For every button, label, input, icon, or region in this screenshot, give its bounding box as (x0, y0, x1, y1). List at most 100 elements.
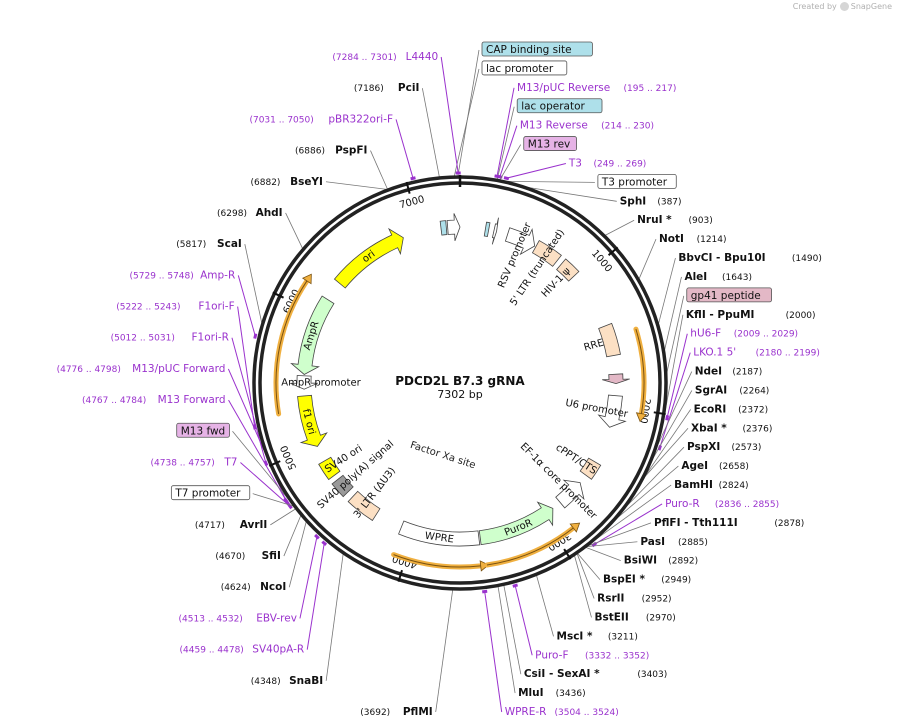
label-amp-r[interactable]: Amp-R(5729 .. 5748) (130, 269, 236, 281)
label-name: BspEI * (603, 574, 646, 586)
label-pspfi[interactable]: PspFI(6886) (295, 145, 367, 157)
label-m13-reverse[interactable]: M13 Reverse(214 .. 230) (520, 120, 654, 132)
feature-rsv-promoter[interactable] (504, 227, 536, 256)
label-name: M13 rev (528, 139, 571, 151)
label-position: (2372) (738, 405, 768, 415)
feature-gp41-peptide[interactable] (602, 373, 630, 385)
label-lac-promoter[interactable]: lac promoter (481, 60, 568, 76)
label-bsteii[interactable]: BstEII(2970) (594, 611, 675, 623)
label-sv40pa-r[interactable]: SV40pA-R(4459 .. 4478) (180, 644, 305, 656)
label-bspei[interactable]: BspEI *(2949) (603, 574, 691, 586)
leader-line-csii-sexai (503, 585, 522, 675)
label-pcii[interactable]: PciI(7186) (354, 82, 420, 94)
label-ncoi[interactable]: NcoI(4624) (221, 581, 287, 593)
label-m13-puc-reverse[interactable]: M13/pUC Reverse(195 .. 217) (517, 82, 676, 94)
label-puro-f[interactable]: Puro-F(3332 .. 3352) (535, 649, 649, 661)
label-m13-fwd[interactable]: M13 fwd (176, 422, 230, 438)
label-name: AleI (684, 271, 707, 283)
feature-sv40-ori[interactable] (318, 456, 341, 481)
feature-ampr[interactable] (290, 295, 335, 375)
feature-wpre[interactable] (398, 520, 481, 547)
leader-line-puro-r (593, 503, 663, 545)
label-m13-puc-forward[interactable]: M13/pUC Forward(4776 .. 4798) (57, 363, 226, 375)
primer-mark-amp-r (253, 333, 258, 339)
feature-lac-operator[interactable] (483, 221, 491, 238)
feature-lac-promoter[interactable] (446, 213, 461, 241)
label-mlui[interactable]: MluI(3436) (518, 687, 586, 699)
label-pflfi-tth111i[interactable]: PflFI - Tth111I(2878) (654, 517, 804, 529)
label-sgrai[interactable]: SgrAI(2264) (695, 384, 769, 396)
label-name: CsiI - SexAI * (524, 668, 600, 680)
label-ecori[interactable]: EcoRI(2372) (694, 403, 768, 415)
feature-f1-ori[interactable] (297, 394, 328, 447)
feature-cap-binding-site[interactable] (439, 220, 448, 236)
feature-puror[interactable] (478, 501, 554, 546)
label-position: (3211) (608, 632, 638, 642)
feature-sv40-poly-a-signal[interactable] (331, 474, 354, 498)
feature-3-ltr-u3[interactable] (347, 490, 381, 522)
label-hu6-f[interactable]: hU6-F(2009 .. 2029) (690, 328, 798, 340)
label-name: MluI (518, 687, 543, 699)
feature-cppt-cts[interactable] (579, 457, 602, 480)
label-rsrii[interactable]: RsrII(2952) (597, 593, 671, 605)
label-pspxi[interactable]: PspXI(2573) (687, 441, 761, 453)
leader-line-sphi (527, 186, 617, 202)
label-avrii[interactable]: AvrII(4717) (195, 519, 267, 531)
feature-ori[interactable] (333, 227, 404, 289)
label-m13-forward[interactable]: M13 Forward(4767 .. 4784) (82, 394, 226, 406)
primer-mark-wpre-r (482, 589, 488, 594)
label-f1ori-r[interactable]: F1ori-R(5012 .. 5031) (111, 332, 229, 344)
label-nrui[interactable]: NruI *(903) (637, 214, 713, 226)
label-sfii[interactable]: SfiI(4670) (215, 550, 281, 562)
label-scai[interactable]: ScaI(5817) (176, 238, 242, 250)
label-lac-operator[interactable]: lac operator (516, 98, 603, 114)
feature-5-ltr-truncated[interactable] (531, 240, 562, 267)
label-t3[interactable]: T3(249 .. 269) (568, 157, 646, 169)
label-name: T3 promoter (601, 176, 668, 188)
label-ebv-rev[interactable]: EBV-rev(4513 .. 4532) (179, 612, 297, 624)
feature-ef-1-core-promoter[interactable] (555, 479, 585, 509)
label-snabi[interactable]: SnaBI(4348) (251, 675, 323, 687)
label-t7[interactable]: T7(4738 .. 4757) (151, 456, 238, 468)
label-gp41-peptide[interactable]: gp41 peptide (686, 287, 772, 303)
label-m13-rev[interactable]: M13 rev (523, 136, 577, 151)
label-position: (6886) (295, 147, 325, 157)
feature-u6-promoter[interactable] (597, 394, 627, 428)
label-alei[interactable]: AleI(1643) (684, 271, 752, 283)
label-cap-binding-site[interactable]: CAP binding site (481, 41, 593, 57)
label-ahdi[interactable]: AhdI(6298) (217, 207, 283, 219)
label-xbai[interactable]: XbaI *(2376) (691, 422, 772, 434)
label-csii-sexai[interactable]: CsiI - SexAI *(3403) (524, 668, 667, 680)
label-msci[interactable]: MscI *(3211) (557, 630, 638, 642)
label-f1ori-f[interactable]: F1ori-F(5222 .. 5243) (116, 301, 234, 313)
label-pbr322ori-f[interactable]: pBR322ori-F(7031 .. 7050) (249, 113, 393, 125)
label-pflmi[interactable]: PflMI(3692) (360, 706, 432, 718)
label-t3-promoter[interactable]: T3 promoter (597, 173, 677, 189)
leader-line-noti (638, 238, 657, 280)
label-pasi[interactable]: PasI(2885) (640, 536, 708, 548)
label-noti[interactable]: NotI(1214) (659, 233, 727, 245)
label-bbvci-bpu10i[interactable]: BbvCI - Bpu10I(1490) (678, 252, 821, 264)
label-sphi[interactable]: SphI(387) (620, 195, 682, 207)
label-name: SphI (620, 195, 646, 207)
label-bsiwi[interactable]: BsiWI(2892) (624, 555, 698, 567)
label-kfli-ppumi[interactable]: KflI - PpuMI(2000) (686, 309, 816, 321)
label-bseyi[interactable]: BseYI(6882) (251, 176, 323, 188)
feature-ampr-promoter[interactable] (290, 375, 318, 390)
label-name: M13 fwd (181, 425, 226, 437)
label-lko-1-5[interactable]: LKO.1 5'(2180 .. 2199) (693, 347, 820, 359)
label-l4440[interactable]: L4440(7284 .. 7301) (332, 51, 438, 63)
feature-t3-promoter[interactable] (491, 217, 499, 245)
label-wpre-r[interactable]: WPRE-R(3504 .. 3524) (505, 706, 619, 718)
label-agei[interactable]: AgeI(2658) (681, 460, 749, 472)
label-ndei[interactable]: NdeI(2187) (695, 366, 763, 378)
feature-hiv-1[interactable] (556, 258, 580, 282)
leader-line-bspei (577, 553, 601, 580)
feature-rre[interactable] (598, 322, 621, 358)
label-puro-r[interactable]: Puro-R(2836 .. 2855) (665, 498, 779, 510)
label-position: (7031 .. 7050) (249, 115, 313, 125)
label-t7-promoter[interactable]: T7 promoter (170, 485, 251, 501)
leader-line-avrii (270, 508, 296, 526)
label-bamhi[interactable]: BamHI(2824) (674, 479, 748, 491)
leader-line-xbai (643, 428, 689, 478)
